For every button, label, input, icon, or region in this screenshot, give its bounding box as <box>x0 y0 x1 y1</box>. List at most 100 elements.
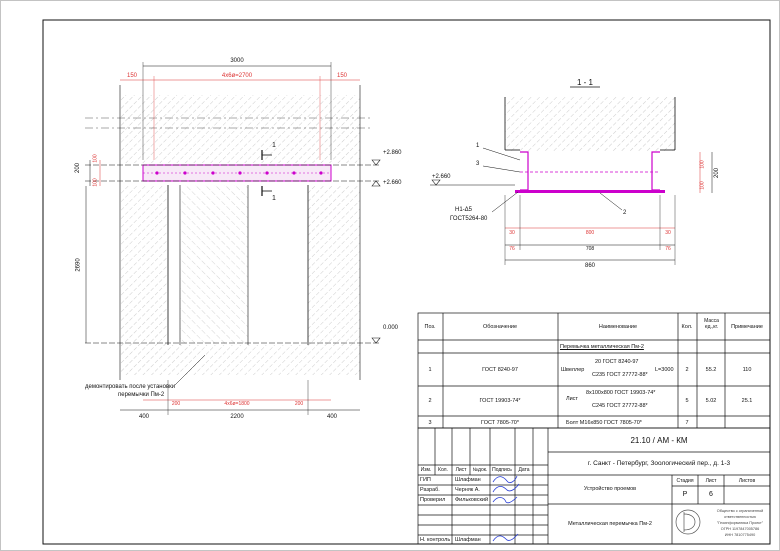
section-level: +2.660 <box>432 174 451 180</box>
spec-header-name: Наименование <box>598 324 638 330</box>
plan-level-mid: +2.660 <box>383 180 402 186</box>
section-dim-left-small: 76 <box>509 246 515 252</box>
spec-row3-name-top: Болт М16х850 ГОСТ 7805-70* <box>566 420 642 426</box>
spec-header-code: Обозначение <box>482 324 518 330</box>
plan-dim-left-top: 100 <box>92 154 99 163</box>
spec-row1-length: L=3000 <box>655 367 674 373</box>
plan-dim-left-total: 200 <box>75 162 82 174</box>
company-line-1: Общество с ограниченной <box>716 509 764 513</box>
tb-name-check: Фильковский <box>455 497 489 503</box>
section-dim-red-right: 30 <box>665 230 671 236</box>
spec-header-mass: Масса ед.,кг. <box>704 318 719 330</box>
spec-row3-qty: 7 <box>685 420 689 426</box>
spec-row1-name-top: 20 ГОСТ 8240-97 <box>595 359 639 365</box>
plan-dim-right-offset: 150 <box>336 73 348 79</box>
section-dim-red-mid: 800 <box>585 230 595 236</box>
spec-row1-name-bottom: С235 ГОСТ 27772-88* <box>592 372 648 378</box>
spec-row2-mass: 5.02 <box>705 398 717 404</box>
plan-view <box>85 62 381 415</box>
spec-row2-name-bottom: С245 ГОСТ 27772-88* <box>592 403 648 409</box>
plan-level-zero: 0.000 <box>383 325 399 331</box>
section-dim-right-small: 76 <box>665 246 671 252</box>
spec-row3-code: ГОСТ 7805-70* <box>481 420 519 426</box>
tb-col-list: Лист <box>455 467 467 473</box>
tb-col-sign: Подпись <box>492 467 512 473</box>
tb-role-check: Проверил <box>420 497 446 503</box>
tb-name-nk: Шлафман <box>455 537 481 543</box>
spec-row2-name-top: 8х100х800 ГОСТ 19903-74* <box>586 390 656 396</box>
plan-dim-bottom-right: 400 <box>326 414 338 420</box>
tb-role-dev: Разраб. <box>420 487 440 493</box>
project-address: г. Санкт - Петербург, Зоологический пер.… <box>587 460 731 467</box>
weld-label-2: ГОСТ5264-80 <box>450 216 488 222</box>
spec-row2-qty: 5 <box>685 398 689 404</box>
company-line-2: ответственностью <box>724 515 756 519</box>
section-dim-right-bottom: 100 <box>699 181 706 190</box>
section-callout-3: 3 <box>476 161 480 167</box>
plan-dim-top: 3000 <box>230 58 244 64</box>
doc-code: 21.10 / АМ - КМ <box>630 436 688 445</box>
tb-col-date: Дата <box>518 467 530 473</box>
section-dim-right-top: 100 <box>699 160 706 169</box>
spec-row2-kind: Лист <box>566 396 578 402</box>
tb-col-izm: Изм. <box>420 467 432 473</box>
section-title: 1 - 1 <box>576 78 594 87</box>
spec-group-title: Перемычка металлическая Пм-2 <box>560 344 644 350</box>
plan-note-line1: демонтировать после установки <box>85 384 176 390</box>
tb-name-gip: Шлафман <box>455 477 481 483</box>
plan-dim-height: 2690 <box>75 258 82 272</box>
plan-dim-left-offset: 150 <box>126 73 138 79</box>
title-block-lines <box>417 427 771 545</box>
plan-level-top: +2.860 <box>383 150 402 156</box>
plan-dim-left-bottom: 100 <box>92 178 99 187</box>
stage-value: Р <box>682 491 688 498</box>
tb-role-nk: Н. контроль <box>420 537 451 543</box>
spec-row1-pos: 1 <box>428 367 432 373</box>
section-callout-1: 1 <box>476 143 480 149</box>
plan-red-bottom-right: 200 <box>294 401 304 407</box>
sheet-label: Лист <box>705 478 717 484</box>
spec-row3-pos: 3 <box>428 420 432 426</box>
tb-col-kol: Кол. <box>438 467 448 473</box>
plan-red-bottom-mid: 4х6ø=1800 <box>224 401 250 407</box>
sheets-label: Листов <box>738 478 756 484</box>
plan-red-bottom-left: 200 <box>171 401 181 407</box>
section-mark-top: 1 <box>272 142 276 149</box>
plan-dim-red-mid: 4х6ø=2700 <box>221 73 253 79</box>
company-logo <box>675 509 701 535</box>
spec-table-lines <box>417 312 771 429</box>
spec-header-pos: Поз. <box>424 324 436 330</box>
section-dim-red-left: 30 <box>509 230 515 236</box>
company-line-3: "Геоинформатика Проект" <box>716 521 764 525</box>
section-dim-mid: 708 <box>585 246 595 252</box>
sheet-frame <box>42 19 771 545</box>
plan-dim-bottom-mid: 2200 <box>230 414 244 420</box>
weld-label-1: Н1-Δ5 <box>455 207 473 213</box>
spec-row2-note: 25.1 <box>741 398 753 404</box>
section-mark-bottom: 1 <box>272 195 276 202</box>
plan-note-line2: перемычки Пм-2 <box>118 392 165 398</box>
stage-label: Стадия <box>676 478 694 484</box>
project-title: Устройство проемов <box>583 486 637 492</box>
tb-role-gip: ГИП <box>420 477 431 483</box>
section-1-1 <box>430 86 713 265</box>
sheet-value: 6 <box>709 491 713 498</box>
section-dim-total: 860 <box>584 263 596 269</box>
spec-row1-mass: 55.2 <box>705 367 717 373</box>
section-callout-2: 2 <box>623 210 627 216</box>
spec-row1-qty: 2 <box>685 367 689 373</box>
company-line-4: ОГРН 1197847005786 <box>720 527 760 531</box>
spec-header-note: Примечание <box>731 324 763 330</box>
tb-name-dev: Черняк А. <box>455 487 480 493</box>
spec-row2-pos: 2 <box>428 398 432 404</box>
spec-row2-code: ГОСТ 19903-74* <box>479 398 521 404</box>
tb-col-ndoc: №док. <box>472 467 488 473</box>
spec-row1-note: 110 <box>742 367 752 373</box>
spec-header-qty: Кол. <box>681 324 693 330</box>
sheet-title: Металлическая перемычка Пм-2 <box>568 521 652 527</box>
spec-row1-kind: Швеллер <box>561 367 585 373</box>
plan-dim-bottom-left: 400 <box>138 414 150 420</box>
spec-row1-code: ГОСТ 8240-97 <box>482 367 518 373</box>
section-dim-right-total: 200 <box>714 167 721 179</box>
